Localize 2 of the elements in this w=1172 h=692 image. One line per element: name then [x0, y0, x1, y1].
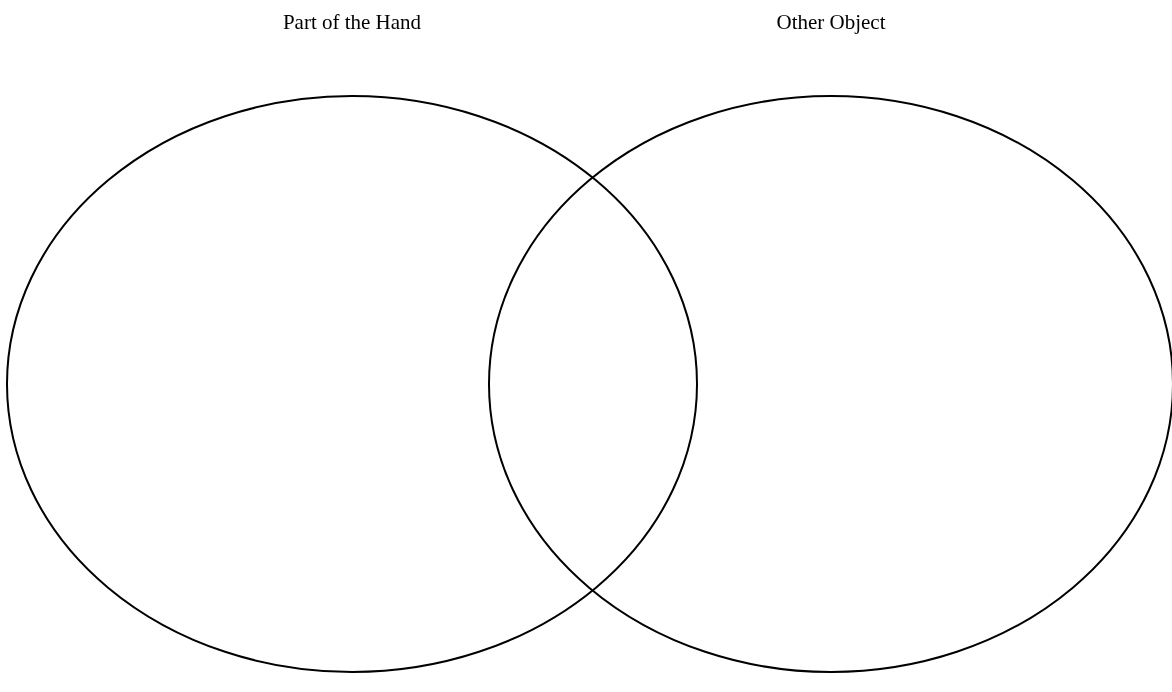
- circle-heading: Part of the Hand: [281, 10, 423, 35]
- circle-heading: Other Object: [775, 10, 887, 35]
